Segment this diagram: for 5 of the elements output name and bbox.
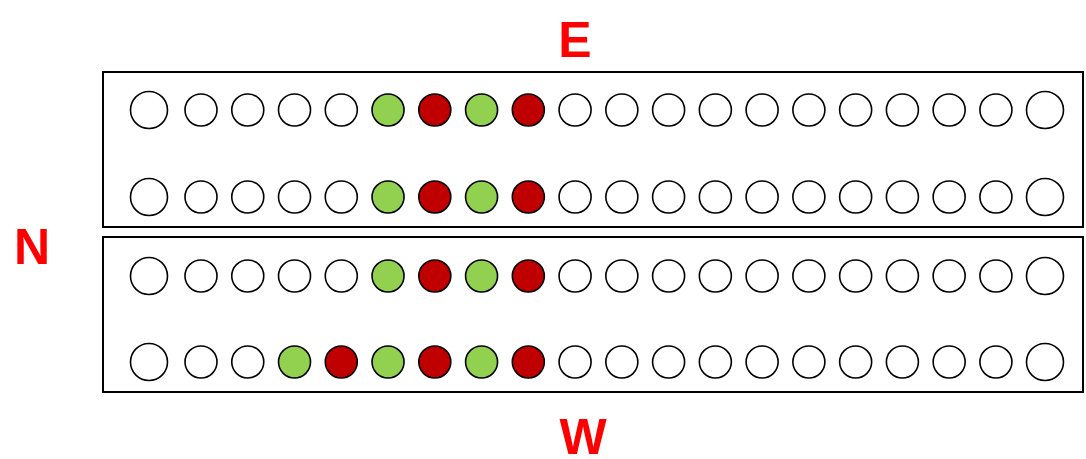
direction-label: E: [558, 15, 592, 65]
panel-box: [102, 236, 1084, 393]
direction-label: N: [13, 222, 51, 272]
direction-label: W: [559, 412, 607, 459]
panel-box: [102, 71, 1084, 228]
